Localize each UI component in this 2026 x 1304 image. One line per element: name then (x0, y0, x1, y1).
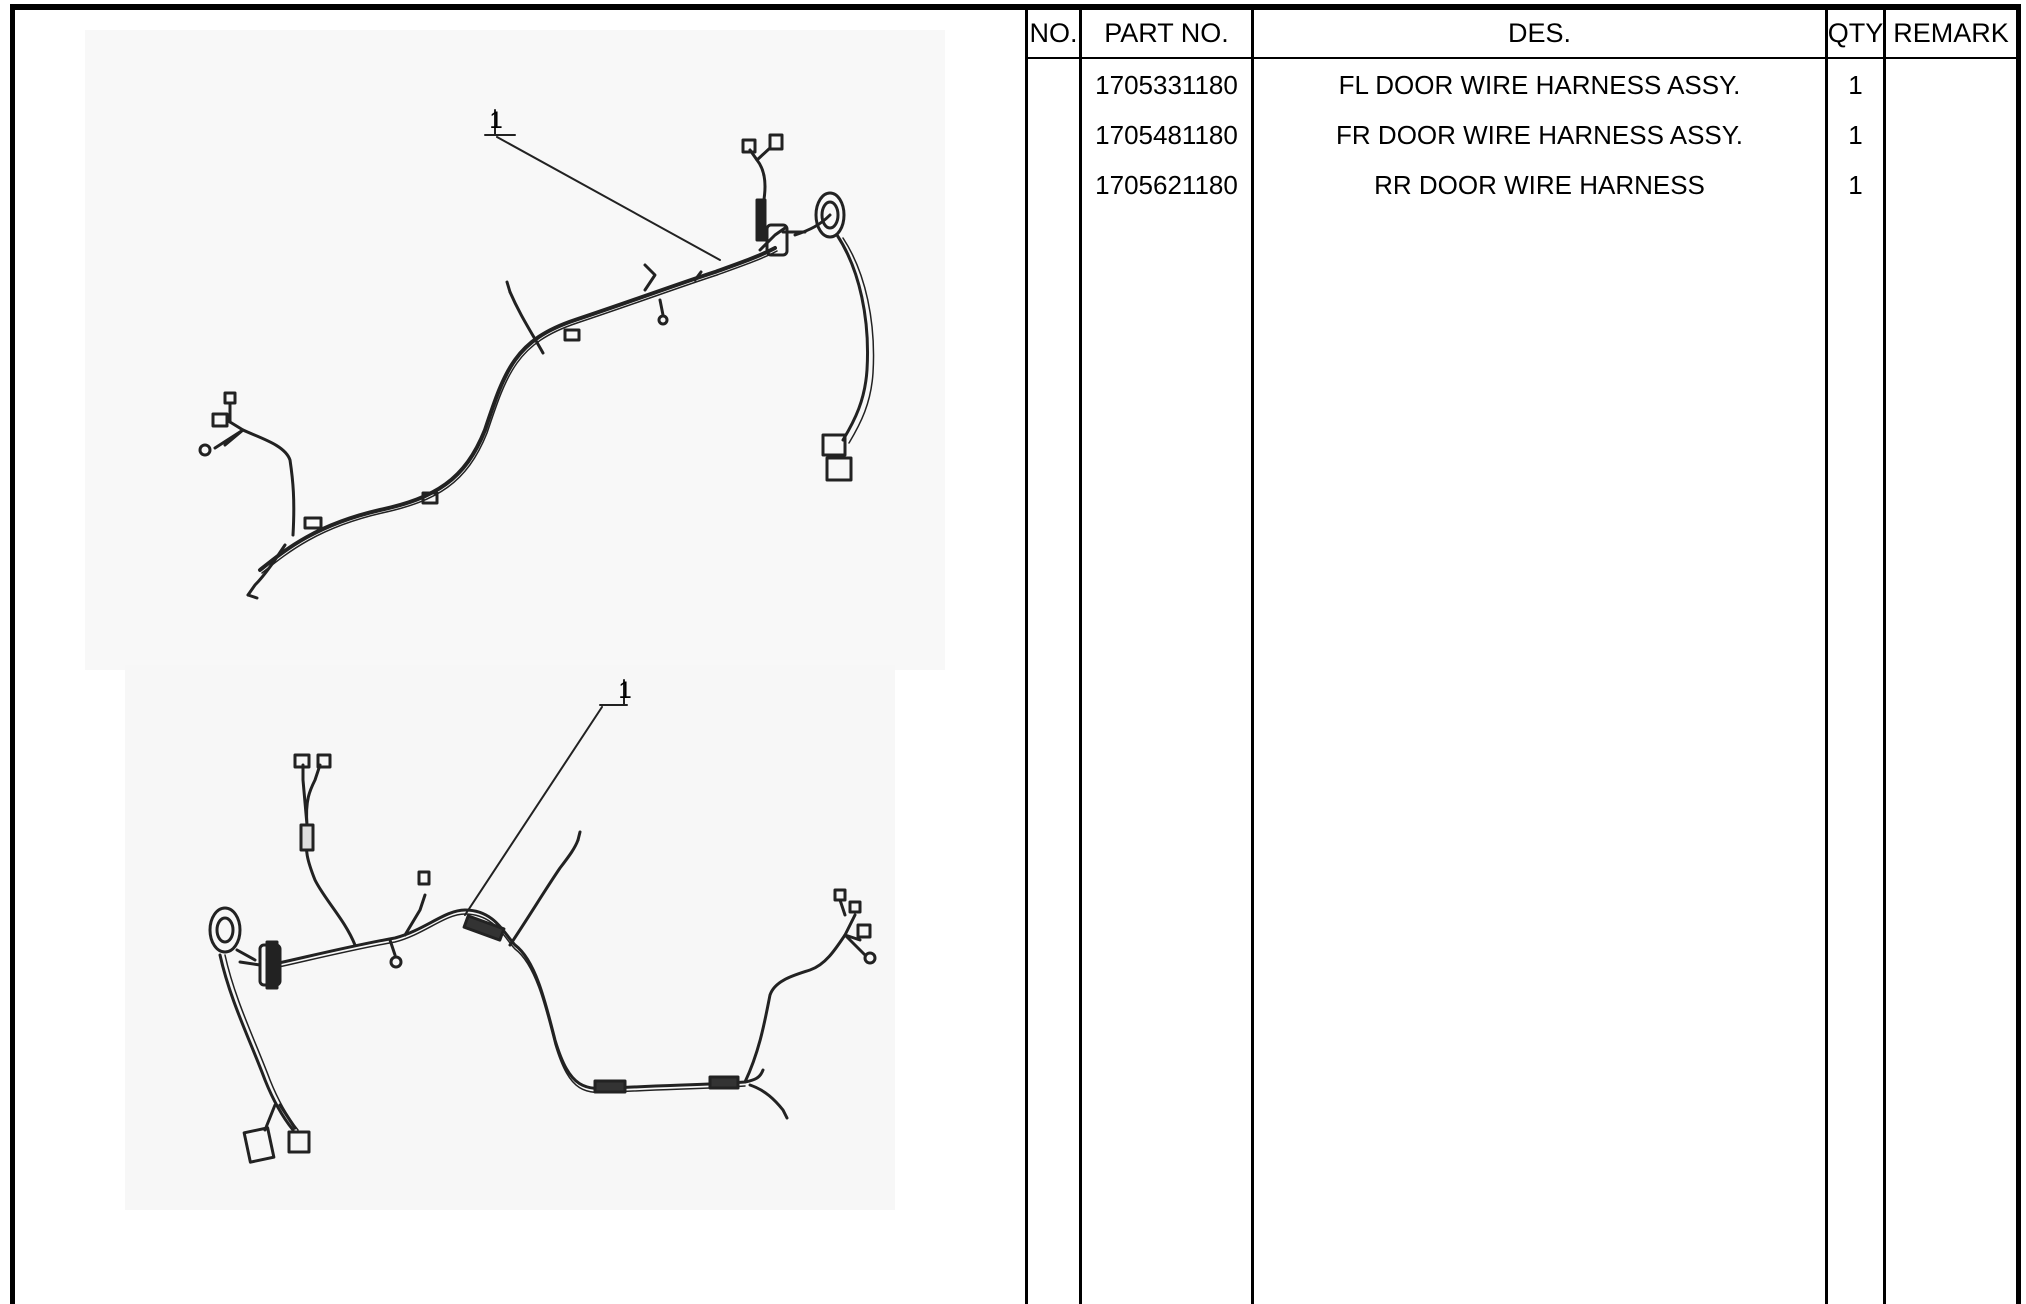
header-divider (1025, 57, 2016, 59)
cell-part-no: 1705331180 (1095, 70, 1238, 100)
header-remark: REMARK (1893, 18, 2009, 48)
cell-description: FL DOOR WIRE HARNESS ASSY. (1338, 70, 1741, 100)
column-divider (1079, 10, 1082, 1304)
frame-right-border (2016, 4, 2021, 1304)
cell-part-no: 1705621180 (1095, 170, 1238, 200)
front-door-wire-harness (198, 109, 875, 600)
cell-description: RR DOOR WIRE HARNESS (1374, 170, 1705, 200)
column-divider (1883, 10, 1886, 1304)
cell-remark (1886, 162, 2016, 208)
column-divider (1825, 10, 1828, 1304)
cell-qty: 1 (1848, 170, 1863, 200)
cell-qty: 1 (1848, 120, 1863, 150)
parts-list-table: NO. PART NO. DES. QTY REMARK 1705331180 … (1025, 10, 2016, 1304)
callout-number-rear: 1 (618, 677, 631, 704)
frame-left-border (10, 4, 15, 1304)
drawing-background-upper (85, 30, 945, 670)
header-qty: QTY (1827, 18, 1884, 48)
header-part-no: PART NO. (1104, 18, 1229, 48)
cell-no (1028, 112, 1079, 158)
cell-part-no: 1705481180 (1095, 120, 1238, 150)
callout-number-front: 1 (489, 107, 502, 134)
cell-remark (1886, 62, 2016, 108)
cell-description: FR DOOR WIRE HARNESS ASSY. (1336, 120, 1743, 150)
header-no: NO. (1029, 18, 1078, 48)
column-divider (1025, 10, 1028, 1304)
drawing-canvas: 1 (85, 30, 945, 1210)
cell-no (1028, 62, 1079, 108)
column-divider (1251, 10, 1254, 1304)
rear-door-wire-harness (208, 679, 877, 1164)
header-description: DES. (1507, 18, 1572, 48)
cell-no (1028, 162, 1079, 208)
exploded-drawing: 1 (15, 10, 1025, 1304)
frame-top-border (10, 4, 2020, 10)
cell-qty: 1 (1848, 70, 1863, 100)
cell-remark (1886, 112, 2016, 158)
